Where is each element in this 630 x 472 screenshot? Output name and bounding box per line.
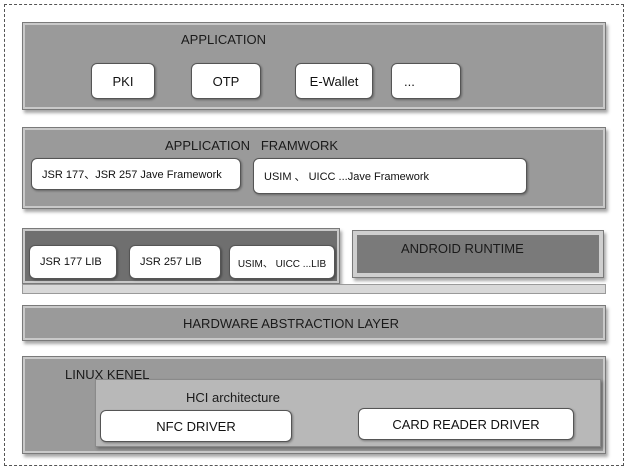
framework-layer-title: APPLICATION FRAMWORK — [165, 138, 339, 153]
nfc-driver-box: NFC DRIVER — [100, 410, 292, 442]
application-layer-title: APPLICATION — [181, 32, 267, 47]
android-runtime-layer: ANDROID RUNTIME — [352, 230, 604, 278]
e-wallet-box: E-Wallet — [295, 63, 373, 99]
linux-kernel-title: LINUX KENEL — [65, 367, 150, 382]
linux-kernel-layer: LINUX KENEL HCI architecture NFC DRIVER … — [22, 356, 606, 454]
usim-lib-box: USIM、 UICC ...LIB — [229, 245, 335, 279]
hardware-abstraction-layer: HARDWARE ABSTRACTION LAYER — [22, 305, 606, 341]
jsr177-lib-box: JSR 177 LIB — [29, 245, 117, 279]
application-framework-layer: APPLICATION FRAMWORK JSR 177、JSR 257 Jav… — [22, 127, 606, 209]
application-layer: APPLICATION PKI OTP E-Wallet ... — [22, 22, 606, 110]
android-runtime-title: ANDROID RUNTIME — [401, 241, 524, 256]
otp-box: OTP — [191, 63, 261, 99]
more-apps-box: ... — [391, 63, 461, 99]
hci-architecture-title: HCI architecture — [186, 390, 280, 405]
jsr-framework-box: JSR 177、JSR 257 Jave Framework — [31, 158, 241, 190]
pki-box: PKI — [91, 63, 155, 99]
hal-title: HARDWARE ABSTRACTION LAYER — [183, 316, 399, 331]
card-reader-driver-box: CARD READER DRIVER — [358, 408, 574, 440]
usim-framework-box: USIM 、 UICC ...Jave Framework — [253, 158, 527, 194]
hci-architecture-panel: HCI architecture NFC DRIVER CARD READER … — [95, 379, 601, 447]
jsr257-lib-box: JSR 257 LIB — [129, 245, 221, 279]
runtime-shelf — [22, 284, 606, 294]
libraries-layer: JSR 177 LIB JSR 257 LIB USIM、 UICC ...LI… — [22, 228, 340, 284]
